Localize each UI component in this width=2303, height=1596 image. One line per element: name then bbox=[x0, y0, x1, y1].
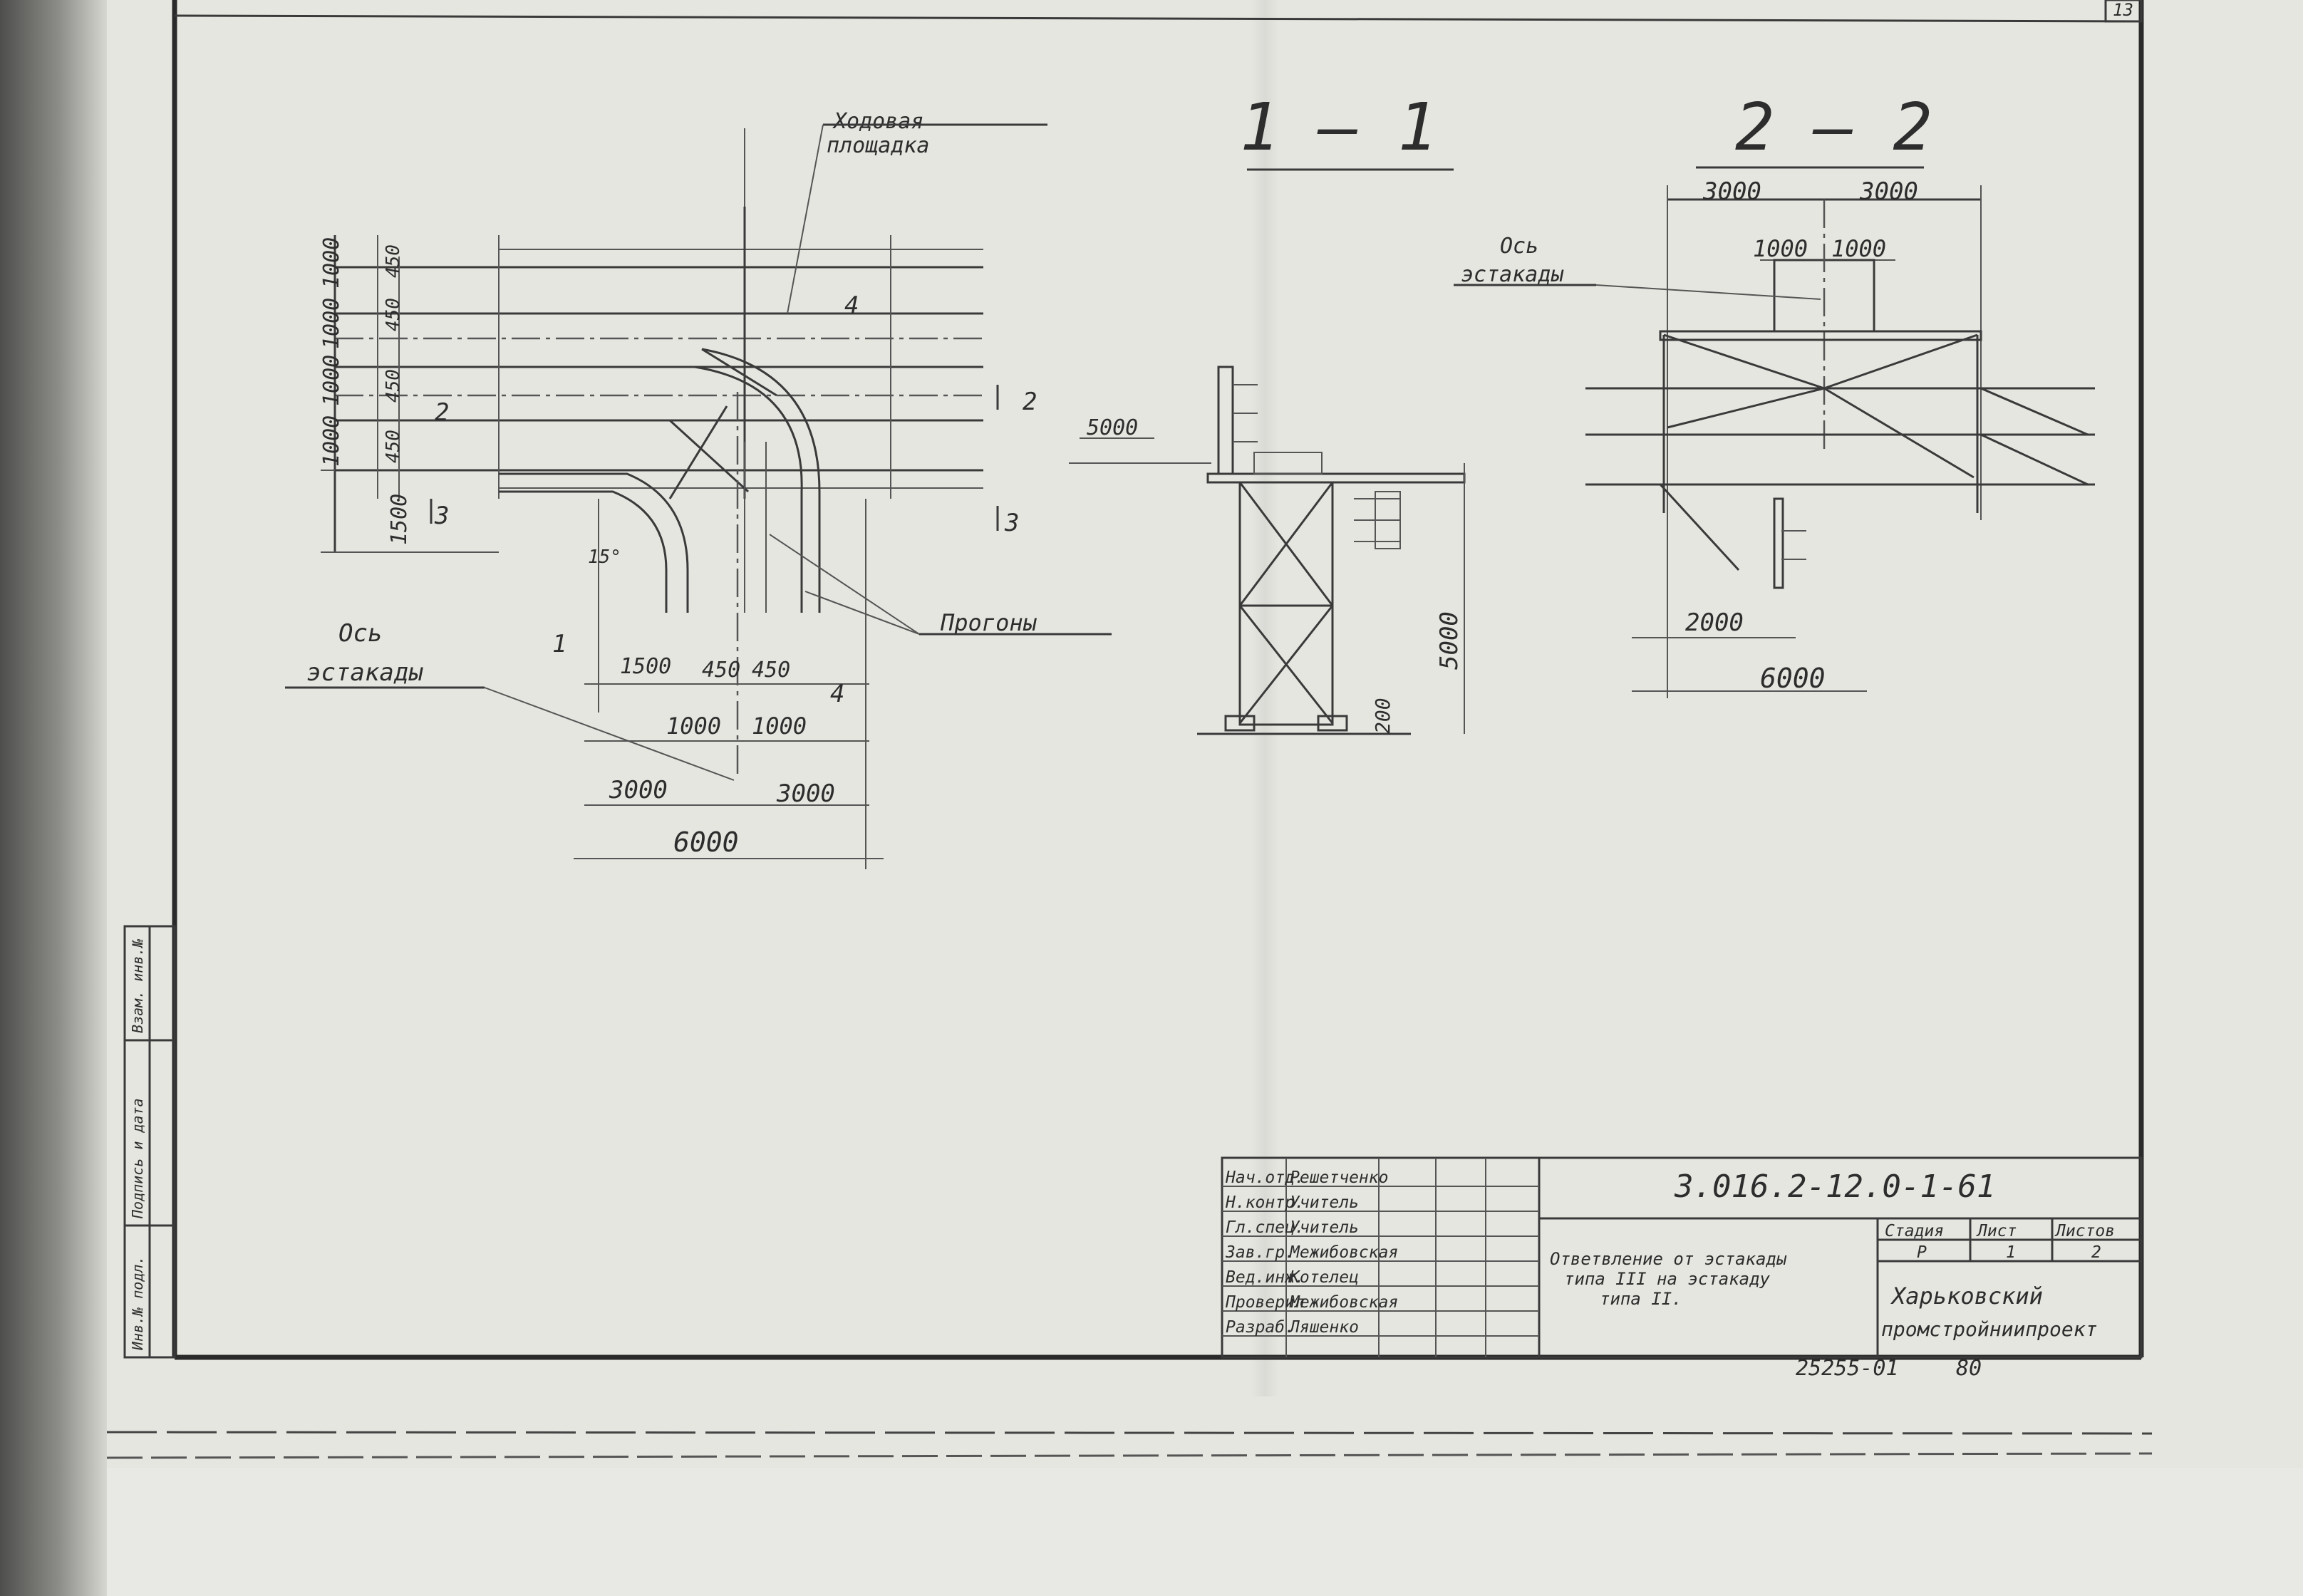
dim-1000-left: 1000 bbox=[666, 712, 721, 740]
dim-bottom-1500: 1500 bbox=[620, 654, 671, 679]
description-line-3: типа II. bbox=[1600, 1289, 1682, 1309]
label-walkway-1: Ходовая bbox=[832, 109, 923, 134]
drawing-code: 3.016.2-12.0-1-61 bbox=[1674, 1168, 1995, 1205]
dim-left-5: 1500 bbox=[387, 494, 412, 545]
sheet-header: Лист bbox=[1976, 1222, 2017, 1240]
staff-role-1: Нач.отд. bbox=[1225, 1168, 1305, 1187]
angle-label: 15° bbox=[588, 546, 621, 568]
staff-name-2: Учитель bbox=[1290, 1193, 1359, 1212]
page-fold bbox=[1251, 0, 1279, 1396]
staff-role-3: Гл.спец. bbox=[1226, 1218, 1305, 1237]
stage-header: Стадия bbox=[1885, 1222, 1944, 1240]
organization-line-1: Харьковский bbox=[1890, 1282, 2043, 1310]
section-1-1: 1 — 1 5000 5000 200 bbox=[1069, 89, 1466, 735]
staff-role-2: Н.контр. bbox=[1225, 1193, 1305, 1212]
section-2-label-axis-1: Ось bbox=[1500, 234, 1538, 259]
staff-name-4: Межибовская bbox=[1289, 1243, 1398, 1262]
section-1-dim-top: 5000 bbox=[1087, 415, 1138, 440]
cut-mark-3-left: 3 bbox=[434, 502, 449, 530]
cut-mark-1-bottom: 1 bbox=[552, 630, 566, 658]
label-purlins: Прогоны bbox=[940, 609, 1037, 636]
section-2-dim-2000: 2000 bbox=[1685, 608, 1744, 637]
description-line-1: Ответвление от эстакады bbox=[1550, 1249, 1787, 1269]
dim-bottom-450a: 450 bbox=[702, 658, 740, 683]
section-2-dim-1000-left: 1000 bbox=[1753, 235, 1808, 262]
staff-name-5: Котелец bbox=[1289, 1268, 1359, 1287]
dim-1000-right: 1000 bbox=[752, 712, 807, 740]
dim-left-3: 1000 bbox=[319, 355, 344, 406]
dim-left-4: 1000 bbox=[319, 415, 344, 467]
staff-name-7: Ляшенко bbox=[1288, 1318, 1359, 1337]
page-bottom-margin bbox=[107, 1468, 2303, 1596]
section-2-dim-3000-left: 3000 bbox=[1702, 177, 1761, 206]
order-number: 25255-01 bbox=[1796, 1356, 1899, 1381]
order-suffix: 80 bbox=[1956, 1356, 1982, 1381]
section-1-title: 1 — 1 bbox=[1240, 89, 1437, 165]
title-block: Нач.отд. Решетченко Н.контр. Учитель Гл.… bbox=[1221, 1156, 2143, 1381]
staff-role-7: Разраб. bbox=[1226, 1318, 1295, 1337]
dim-small-2: 450 bbox=[383, 298, 404, 331]
staff-role-6: Проверил bbox=[1225, 1293, 1305, 1312]
staff-name-3: Учитель bbox=[1290, 1218, 1359, 1237]
section-2-dim-3000-right: 3000 bbox=[1859, 177, 1918, 206]
cut-mark-2-left: 2 bbox=[435, 398, 449, 427]
cut-mark-2-right: 2 bbox=[1023, 388, 1037, 416]
cut-mark-4-top: 4 bbox=[844, 291, 859, 320]
sheets-value: 2 bbox=[2091, 1243, 2101, 1262]
section-1-dim-base: 200 bbox=[1371, 698, 1394, 734]
staff-name-1: Решетченко bbox=[1290, 1168, 1388, 1187]
dim-3000-left: 3000 bbox=[609, 776, 668, 804]
margin-stamp: Инв.№ подл. Подпись и дата Взам. инв.№ bbox=[123, 925, 176, 1359]
dim-left-1: 1000 bbox=[319, 237, 344, 289]
dim-3000-right: 3000 bbox=[776, 779, 835, 808]
staff-name-6: Межибовская bbox=[1289, 1293, 1398, 1312]
cut-mark-3-right: 3 bbox=[1004, 509, 1019, 537]
dim-left-2: 1000 bbox=[319, 298, 344, 349]
section-2-label-axis-2: эстакады bbox=[1461, 262, 1564, 287]
stage-value: Р bbox=[1917, 1243, 1927, 1262]
cut-mark-4-bottom: 4 bbox=[830, 680, 844, 708]
section-2-2: 2 — 2 3000 3000 1000 1000 Ось эстакады bbox=[1454, 89, 2095, 698]
description-line-2: типа III на эстакаду bbox=[1564, 1269, 1771, 1289]
dim-bottom-450b: 450 bbox=[752, 658, 790, 683]
label-walkway-2: площадка bbox=[827, 133, 930, 158]
stamp-signature-date: Подпись и дата bbox=[129, 1098, 146, 1219]
staff-role-4: Зав.гр. bbox=[1225, 1243, 1295, 1262]
section-1-dim-height: 5000 bbox=[1435, 611, 1464, 670]
dim-small-1: 450 bbox=[383, 244, 404, 278]
label-axis-plan-1: Ось bbox=[338, 619, 382, 648]
drawing-frame: 13 bbox=[106, 0, 2153, 1459]
dim-total-plan: 6000 bbox=[673, 826, 739, 858]
section-2-dim-total: 6000 bbox=[1760, 663, 1826, 694]
stamp-inventory: Инв.№ подл. bbox=[129, 1256, 146, 1351]
stamp-replacement: Взам. инв.№ bbox=[129, 939, 146, 1033]
organization-line-2: промстройниипроект bbox=[1881, 1317, 2097, 1341]
sheet-value: 1 bbox=[2006, 1243, 2016, 1262]
page-number: 13 bbox=[2113, 0, 2133, 20]
sheets-header: Листов bbox=[2054, 1222, 2115, 1240]
section-2-dim-1000-right: 1000 bbox=[1831, 235, 1886, 262]
staff-role-5: Вед.инж. bbox=[1226, 1268, 1305, 1287]
dim-small-3: 450 bbox=[383, 369, 404, 403]
scan-binding-shadow bbox=[0, 0, 107, 1596]
dim-small-4: 450 bbox=[383, 430, 404, 463]
label-axis-plan-2: эстакады bbox=[306, 658, 423, 687]
section-2-title: 2 — 2 bbox=[1735, 89, 1932, 165]
plan-view: 1000 1000 1000 1000 1500 450 450 450 450… bbox=[285, 109, 1112, 869]
